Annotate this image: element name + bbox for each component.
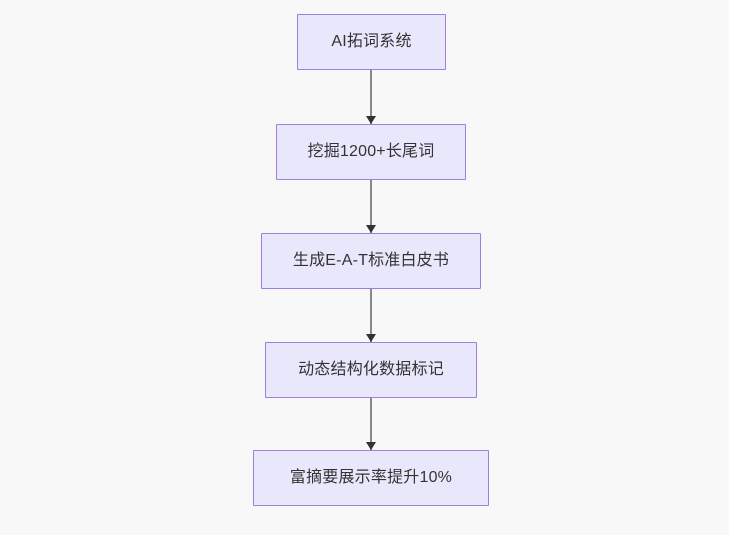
node-label: 富摘要展示率提升10% xyxy=(289,469,453,487)
edge-line xyxy=(370,70,372,124)
flowchart-node-n1[interactable]: AI拓词系统 xyxy=(297,14,446,70)
arrow-head-icon xyxy=(366,225,376,233)
flowchart-node-n4[interactable]: 动态结构化数据标记 xyxy=(265,342,477,398)
node-label: 动态结构化数据标记 xyxy=(298,361,444,379)
edge-line xyxy=(370,289,372,342)
arrow-head-icon xyxy=(366,442,376,450)
arrow-head-icon xyxy=(366,334,376,342)
edge-line xyxy=(370,180,372,233)
flowchart-node-n2[interactable]: 挖掘1200+长尾词 xyxy=(276,124,466,180)
edge-line xyxy=(370,398,372,450)
node-label: AI拓词系统 xyxy=(331,33,412,51)
arrow-head-icon xyxy=(366,116,376,124)
flowchart-node-n3[interactable]: 生成E-A-T标准白皮书 xyxy=(261,233,481,289)
node-label: 挖掘1200+长尾词 xyxy=(307,143,435,161)
node-label: 生成E-A-T标准白皮书 xyxy=(292,252,450,270)
flowchart-node-n5[interactable]: 富摘要展示率提升10% xyxy=(253,450,489,506)
